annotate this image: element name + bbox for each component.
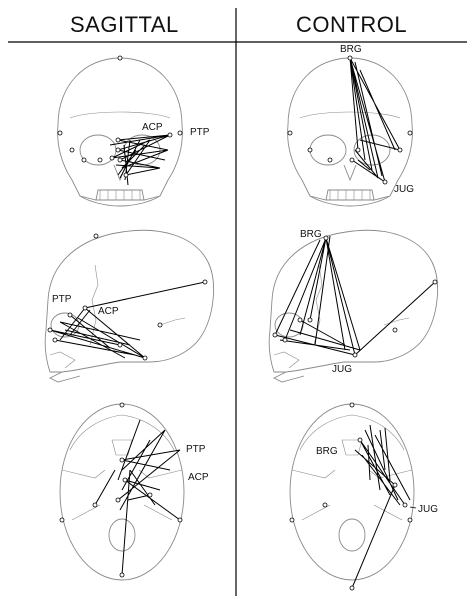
measurement-lines-basal-sagittal <box>94 419 181 576</box>
label-acp-frontal-sagittal: ACP <box>142 122 163 133</box>
measurement-lines-lateral-sagittal <box>49 281 206 359</box>
label-ptp-lateral-sagittal: PTP <box>52 294 72 305</box>
landmark-points-frontal-control <box>287 55 413 185</box>
label-brg-frontal-control: BRG <box>340 44 362 55</box>
landmark-points-basal-sagittal <box>59 402 183 578</box>
label-acp-lateral-sagittal: ACP <box>98 306 119 317</box>
label-jug-frontal-control: JUG <box>394 184 414 195</box>
landmark-points-lateral-control <box>272 235 438 358</box>
label-jug-lateral-control: JUG <box>332 364 352 375</box>
landmark-points-lateral-sagittal <box>47 233 208 361</box>
label-brg-basal-control: BRG <box>316 446 338 457</box>
landmark-points-frontal-sagittal <box>57 55 183 178</box>
skull-lateral-control <box>268 229 438 383</box>
skull-frontal-sagittal <box>57 57 183 207</box>
leader-jug-basal-control <box>409 506 417 509</box>
skull-frontal-control <box>287 57 413 207</box>
skull-basal-sagittal <box>59 403 185 581</box>
measurement-lines-frontal-sagittal <box>109 134 171 186</box>
header-control: CONTROL <box>296 12 408 37</box>
label-jug-basal-control: JUG <box>418 504 438 515</box>
label-acp-basal-sagittal: ACP <box>188 472 209 483</box>
measurement-lines-basal-control <box>351 424 411 589</box>
label-ptp-basal-sagittal: PTP <box>186 444 206 455</box>
measurement-lines-lateral-control <box>274 235 436 356</box>
label-ptp-frontal-sagittal: PTP <box>190 127 210 138</box>
measurement-lines-frontal-control <box>349 57 401 183</box>
landmark-points-basal-control <box>289 402 413 591</box>
header-sagittal: SAGITTAL <box>70 12 179 37</box>
label-brg-lateral-control: BRG <box>300 229 322 240</box>
skull-lateral-sagittal <box>44 229 214 383</box>
